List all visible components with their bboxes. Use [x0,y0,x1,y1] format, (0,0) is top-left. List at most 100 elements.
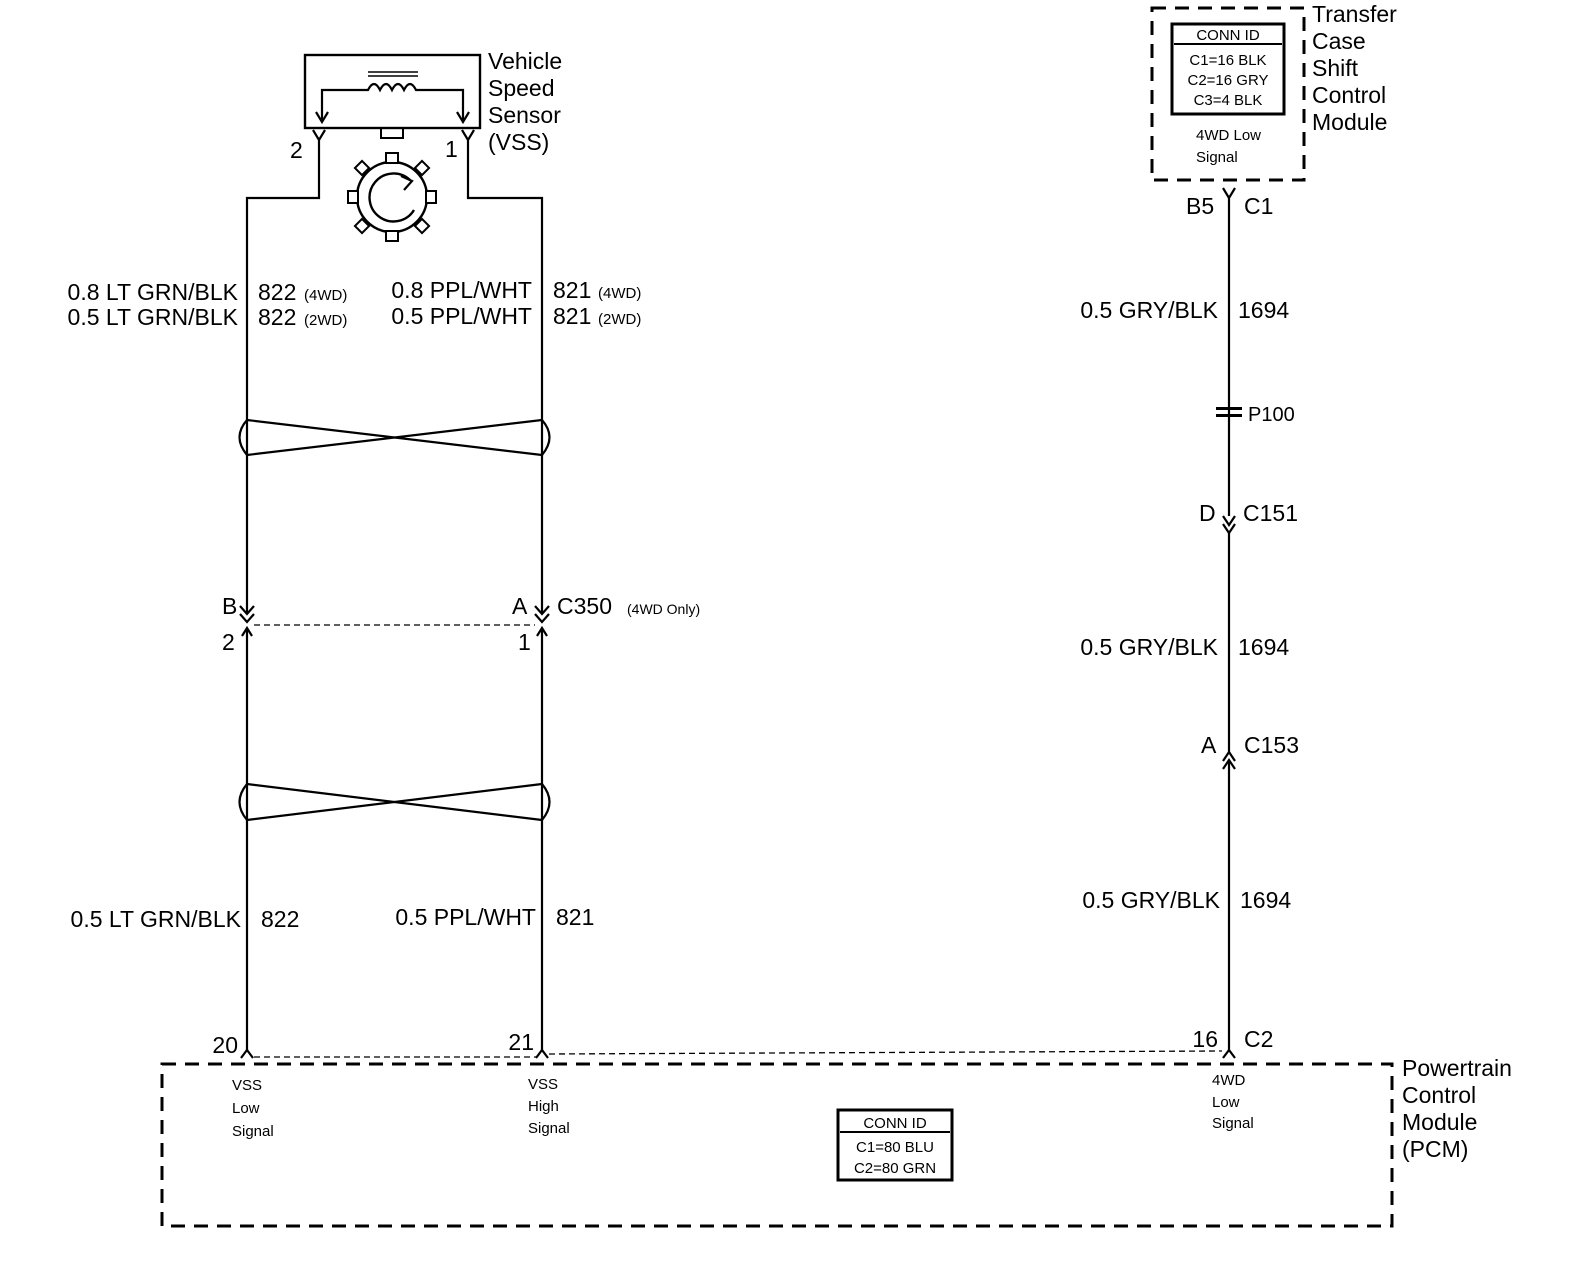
pcm-4wd-low-2: Low [1212,1094,1240,1111]
vss-body [303,53,482,130]
pcm-pin-21-label: 21 [508,1029,534,1055]
pcm-conn-id-title: CONN ID [863,1115,927,1132]
pcm-vss-high-1: VSS [528,1076,558,1093]
wire-821-num-2wd: 821 [553,303,591,329]
wire-1694-num-1: 1694 [1238,297,1289,323]
wire-821-upper [466,148,544,614]
c151-pin-icon [1222,515,1236,535]
reluctor-wheel-icon [347,152,437,242]
tcscm-conn-id-title: CONN ID [1196,27,1260,44]
tcscm-name-line-4: Control [1312,82,1386,108]
tcscm-name-line-5: Module [1312,109,1387,135]
wire-821-lower-label: 0.5 PPL/WHT [395,904,536,930]
vss-name-line-4: (VSS) [488,129,549,155]
wire-821-tag-2wd: (2WD) [598,311,641,328]
c350-pin-b-icon [239,605,255,624]
pcm-name-line-2: Control [1402,1082,1476,1108]
pcm-name-line-4: (PCM) [1402,1136,1468,1162]
vss-name-line-2: Speed [488,75,555,101]
pcm-conn-row-1: C1=80 BLU [856,1139,934,1156]
wire-821-lower-num: 821 [556,904,594,930]
p100-splice: P100 [1216,404,1295,426]
twisted-pair-icon-lower [238,782,551,822]
c350-connector: B A 2 1 C350 (4WD Only) [222,593,700,655]
wire-822-num-4wd: 822 [258,279,296,305]
pcm-pin-16-label: 16 [1192,1026,1218,1052]
pcm-outline [160,1062,1394,1228]
c153-connector: A C153 [1201,732,1299,770]
tcscm-name-line-3: Shift [1312,55,1359,81]
vss-pin-2-icon [312,129,326,148]
vss-name-line-1: Vehicle [488,48,562,74]
wire-1694-num-2: 1694 [1238,634,1289,660]
transfer-case-module: CONN ID C1=16 BLK C2=16 GRY C3=4 BLK 4WD… [1150,1,1397,219]
c153-pin-label: A [1201,732,1217,758]
c350-name: C350 [557,593,612,619]
vss-pin-right-label: 1 [445,136,458,162]
wire-1694-label-1: 0.5 GRY/BLK [1080,297,1218,323]
wire-821-num-4wd: 821 [553,277,591,303]
pcm-vss-high-3: Signal [528,1120,570,1137]
vss-name-line-3: Sensor [488,102,561,128]
c151-pin-label: D [1199,500,1216,526]
tcscm-conn-row-3: C3=4 BLK [1194,92,1263,109]
c350-pin-a-icon [534,605,550,624]
pcm-pin-16-icon [1222,1048,1236,1059]
pcm-name-line-3: Module [1402,1109,1477,1135]
wire-822-tag-4wd: (4WD) [304,287,347,304]
c350-pin-a-label: A [512,593,528,619]
tcscm-name-line-1: Transfer [1312,1,1397,27]
wire-821-tag-4wd: (4WD) [598,285,641,302]
c151-label: C151 [1243,500,1298,526]
c350-pin-b-label: B [222,593,237,619]
vss-pin-1-icon [461,129,475,148]
twisted-pair-icon-upper [238,418,551,457]
pcm-4wd-low-1: 4WD [1212,1072,1246,1089]
pcm-vss-low-3: Signal [232,1123,274,1140]
c350-pin-2-label: 2 [222,629,235,655]
c151-connector: D C151 [1199,500,1298,535]
wire-822-lower-label: 0.5 LT GRN/BLK [71,906,242,932]
vss-pin-left-label: 2 [290,137,303,163]
wire-1694-num-3: 1694 [1240,887,1291,913]
tcscm-signal-line-2: Signal [1196,149,1238,166]
tcscm-pin-icon [1222,187,1236,206]
pcm-pin-20-icon [240,1048,254,1059]
pcm-vss-high-2: High [528,1098,559,1115]
pcm-vss-low-2: Low [232,1100,260,1117]
splice-icon [1216,407,1242,410]
pcm-conn-label: C2 [1244,1026,1273,1052]
pcm-conn-row-2: C2=80 GRN [854,1160,936,1177]
tcscm-pin-label: B5 [1186,193,1214,219]
tcscm-conn-row-2: C2=16 GRY [1187,72,1268,89]
tcscm-conn-row-1: C1=16 BLK [1189,52,1266,69]
tcscm-conn-label: C1 [1244,193,1273,219]
pcm-vss-low-1: VSS [232,1077,262,1094]
c350-pin-1-label: 1 [518,629,531,655]
pcm-pin-21-icon [535,1048,549,1059]
wire-1694-label-2: 0.5 GRY/BLK [1080,634,1218,660]
wire-822-tag-2wd: (2WD) [304,312,347,329]
wire-821-label-2wd: 0.5 PPL/WHT [391,303,532,329]
pcm-name-line-1: Powertrain [1402,1055,1512,1081]
tcscm-signal-line-1: 4WD Low [1196,127,1261,144]
c350-note: (4WD Only) [627,601,700,617]
tcscm-conn-id-box: CONN ID C1=16 BLK C2=16 GRY C3=4 BLK [1170,22,1286,116]
left-wire-pair: B A 2 1 C350 (4WD Only) 0.8 LT GRN/BLK 8… [68,148,700,1050]
tcscm-name-line-2: Case [1312,28,1366,54]
wire-822-label-2wd: 0.5 LT GRN/BLK [68,304,239,330]
wire-822-num-2wd: 822 [258,304,296,330]
right-wire-1694: 0.5 GRY/BLK 1694 P100 D C151 0.5 GRY/BLK… [1080,206,1299,1048]
c153-label: C153 [1244,732,1299,758]
coil-icon [345,82,440,93]
wire-822-lower-num: 822 [261,906,299,932]
pcm-conn-id-box: CONN ID C1=80 BLU C2=80 GRN [836,1108,954,1182]
pcm-pin-20-label: 20 [212,1032,238,1058]
wire-822-label-4wd: 0.8 LT GRN/BLK [68,279,239,305]
p100-label: P100 [1248,404,1295,426]
pcm-module: 20 21 16 C2 VSS Low Signal VSS High Sign… [160,1026,1512,1228]
wire-821-label-4wd: 0.8 PPL/WHT [391,277,532,303]
tcscm-outline [1150,6,1306,182]
wire-822-upper [245,148,321,614]
